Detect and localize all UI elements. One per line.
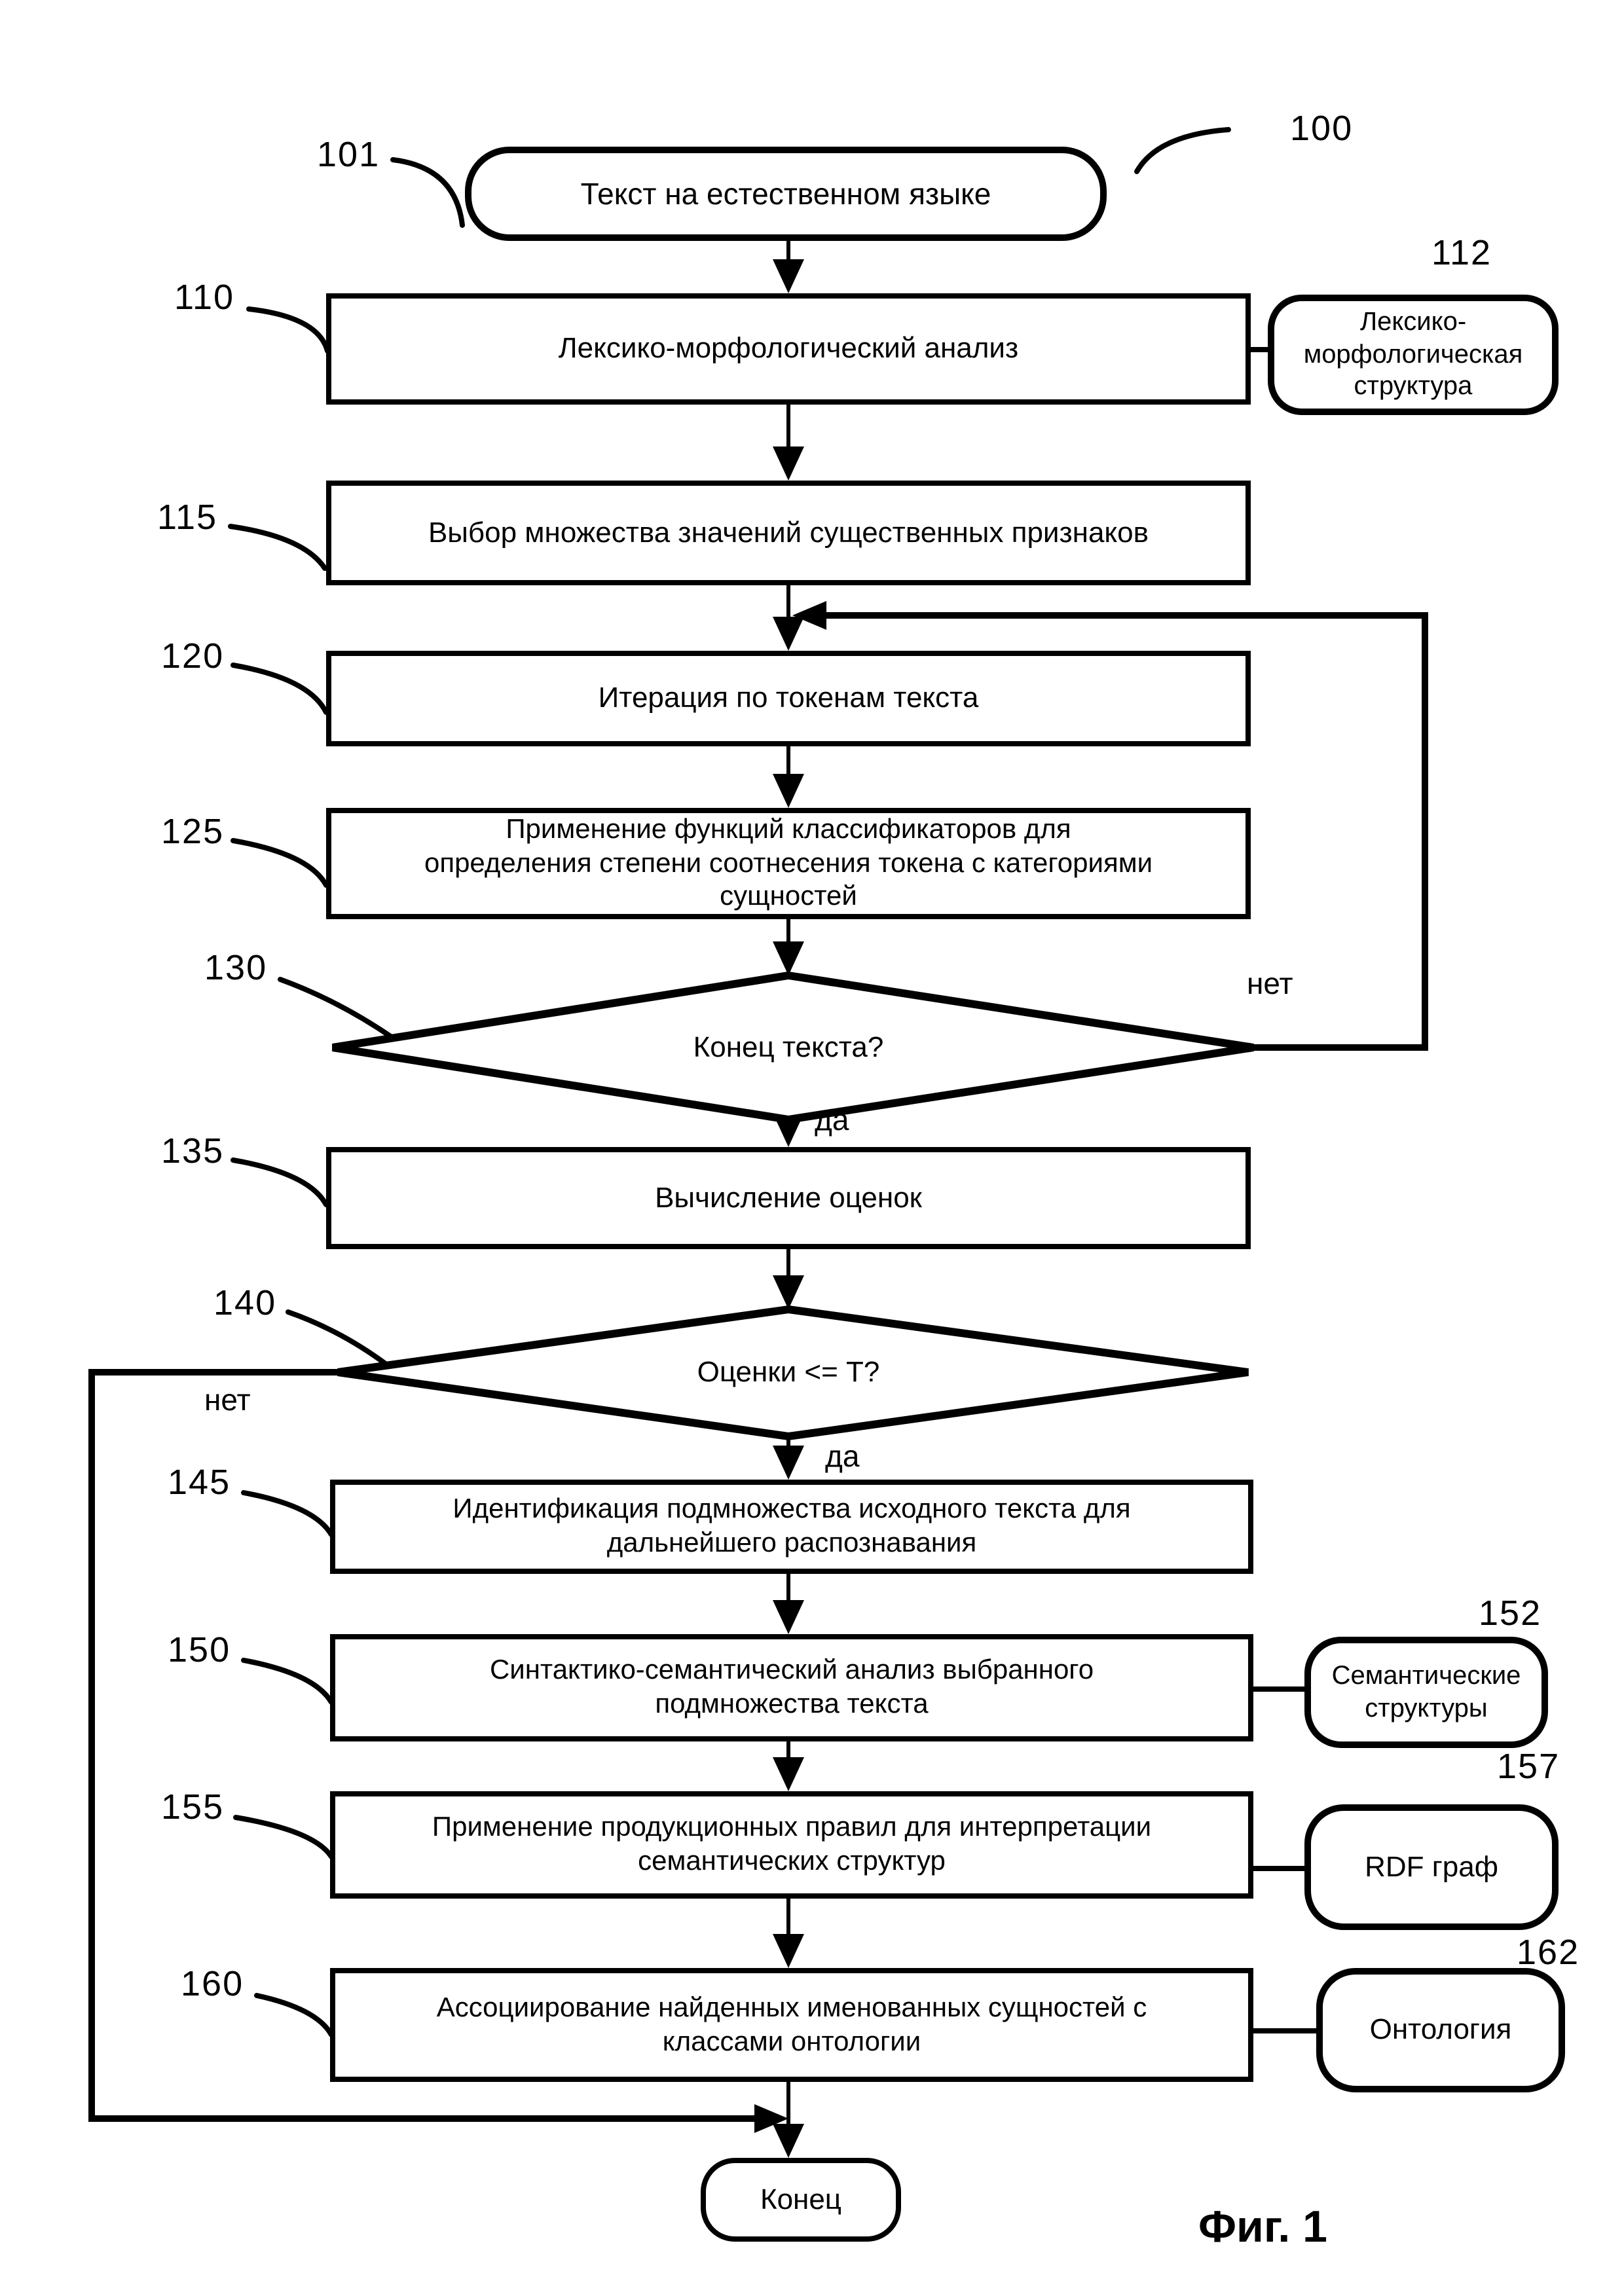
node-label: Итерация по токенам текста bbox=[598, 681, 979, 714]
arrowhead-into-160 bbox=[773, 1934, 804, 1968]
data-semantic-structures: Семантические структуры bbox=[1304, 1637, 1548, 1748]
leader-curve-160 bbox=[254, 1993, 334, 2037]
arrowhead-into-120 bbox=[773, 617, 804, 651]
ref-label-145: 145 bbox=[168, 1463, 231, 1502]
decision-140-shape bbox=[337, 1305, 1249, 1441]
decision-130-shape bbox=[332, 971, 1254, 1124]
branch-label-no-130: нет bbox=[1247, 966, 1293, 1000]
node-label: Лексико-морфологический анализ bbox=[558, 331, 1019, 365]
process-syntactic-semantic-analysis: Синтактико-семантический анализ выбранно… bbox=[330, 1634, 1253, 1741]
node-label-line: морфологическая bbox=[1303, 340, 1523, 369]
process-classifier-application: Применение функций классификаторов для о… bbox=[326, 808, 1251, 919]
node-label-line: структуры bbox=[1365, 1694, 1488, 1722]
node-label: Текст на естественном языке bbox=[580, 176, 991, 211]
branch-label-no-140: нет bbox=[204, 1383, 251, 1417]
figure-caption: Фиг. 1 bbox=[1198, 2202, 1327, 2252]
no-loop-130-arrowhead bbox=[792, 601, 826, 630]
leader-curve-135 bbox=[231, 1157, 329, 1207]
terminator-natural-language-text: Текст на естественном языке bbox=[465, 147, 1107, 241]
process-feature-value-selection: Выбор множества значений существенных пр… bbox=[326, 481, 1251, 585]
ref-label-101: 101 bbox=[317, 135, 380, 174]
node-label-line: определения степени соотнесения токена с… bbox=[424, 848, 1153, 879]
process-token-iteration: Итерация по токенам текста bbox=[326, 651, 1251, 746]
leader-curve-155 bbox=[233, 1815, 334, 1859]
no-loop-130-line bbox=[824, 612, 1428, 1051]
ref-label-155: 155 bbox=[161, 1787, 225, 1827]
process-score-computation: Вычисление оценок bbox=[326, 1147, 1251, 1249]
node-label: Выбор множества значений существенных пр… bbox=[428, 515, 1149, 549]
ref-label-115: 115 bbox=[157, 498, 218, 537]
ref-label-110: 110 bbox=[174, 278, 235, 317]
ref-label-135: 135 bbox=[161, 1131, 225, 1171]
arrowhead-into-130 bbox=[773, 941, 804, 975]
no-loop-140-arrowhead bbox=[754, 2104, 788, 2133]
arrowhead-into-155 bbox=[773, 1757, 804, 1791]
ref-label-157: 157 bbox=[1497, 1747, 1560, 1786]
leader-curve-100 bbox=[1134, 127, 1231, 174]
ref-label-152: 152 bbox=[1479, 1594, 1542, 1633]
leader-curve-101 bbox=[390, 157, 465, 228]
arrowhead-into-115 bbox=[773, 446, 804, 481]
data-rdf-graph: RDF граф bbox=[1304, 1804, 1559, 1930]
arrowhead-into-140 bbox=[773, 1275, 804, 1309]
leader-curve-125 bbox=[231, 838, 329, 888]
leader-curve-150 bbox=[241, 1658, 334, 1705]
leader-curve-130 bbox=[278, 977, 394, 1040]
node-label-line: Семантические bbox=[1331, 1662, 1521, 1691]
decision-question: Оценки <= Т? bbox=[697, 1355, 880, 1388]
leader-curve-120 bbox=[231, 663, 329, 715]
node-label-line: дальнейшего распознавания bbox=[606, 1528, 977, 1558]
ref-label-112: 112 bbox=[1431, 233, 1492, 272]
node-label-line: структура bbox=[1354, 372, 1473, 401]
data-ontology: Онтология bbox=[1316, 1968, 1565, 2092]
branch-label-yes-130: да bbox=[815, 1102, 849, 1137]
terminator-end: Конец bbox=[701, 2158, 901, 2242]
decision-question: Конец текста? bbox=[693, 1030, 884, 1063]
ref-label-150: 150 bbox=[168, 1630, 231, 1669]
ref-label-120: 120 bbox=[161, 636, 225, 676]
node-label-line: Применение функций классификаторов для bbox=[506, 814, 1071, 845]
process-production-rules: Применение продукционных правил для инте… bbox=[330, 1791, 1253, 1899]
node-label-line: Идентификация подмножества исходного тек… bbox=[452, 1494, 1131, 1525]
arrowhead-into-150 bbox=[773, 1600, 804, 1634]
node-label: Вычисление оценок bbox=[655, 1180, 922, 1214]
ref-label-162: 162 bbox=[1517, 1933, 1580, 1972]
process-subset-identification: Идентификация подмножества исходного тек… bbox=[330, 1480, 1253, 1574]
process-lexico-morphological-analysis: Лексико-морфологический анализ bbox=[326, 293, 1251, 405]
arrowhead-into-110 bbox=[773, 259, 804, 293]
node-label-line: Применение продукционных правил для инте… bbox=[432, 1812, 1152, 1843]
node-label-line: Лексико- bbox=[1359, 308, 1467, 337]
ref-label-130: 130 bbox=[204, 948, 268, 987]
node-label-line: подмножества текста bbox=[655, 1689, 929, 1719]
ref-label-160: 160 bbox=[181, 1964, 244, 2003]
decision-end-of-text: Конец текста? bbox=[526, 1027, 1050, 1068]
arrowhead-into-end bbox=[773, 2124, 804, 2158]
ref-label-100: 100 bbox=[1290, 109, 1354, 148]
node-label-line: семантических структур bbox=[638, 1846, 946, 1876]
decision-scores-threshold: Оценки <= Т? bbox=[526, 1351, 1050, 1393]
node-label: RDF граф bbox=[1365, 1850, 1498, 1883]
node-label-line: Синтактико-семантический анализ выбранно… bbox=[489, 1655, 1094, 1686]
node-label-line: Ассоциирование найденных именованных сущ… bbox=[436, 1992, 1147, 2023]
leader-curve-115 bbox=[228, 524, 327, 571]
ref-label-140: 140 bbox=[213, 1283, 277, 1322]
no-loop-140-line bbox=[88, 1369, 757, 2122]
node-label-line: классами онтологии bbox=[662, 2026, 921, 2056]
arrowhead-into-125 bbox=[773, 774, 804, 808]
leader-curve-110 bbox=[246, 306, 330, 354]
branch-label-yes-140: да bbox=[825, 1439, 860, 1473]
arrowhead-into-145 bbox=[773, 1446, 804, 1480]
process-entity-ontology-association: Ассоциирование найденных именованных сущ… bbox=[330, 1968, 1253, 2082]
ref-label-125: 125 bbox=[161, 812, 225, 851]
leader-curve-145 bbox=[241, 1490, 334, 1537]
leader-curve-140 bbox=[286, 1309, 389, 1367]
node-label: Конец bbox=[760, 2182, 842, 2215]
node-label: Онтология bbox=[1369, 2013, 1512, 2046]
data-lexico-morphological-structure: Лексико- морфологическая структура bbox=[1268, 295, 1559, 415]
node-label-line: сущностей bbox=[720, 881, 857, 912]
